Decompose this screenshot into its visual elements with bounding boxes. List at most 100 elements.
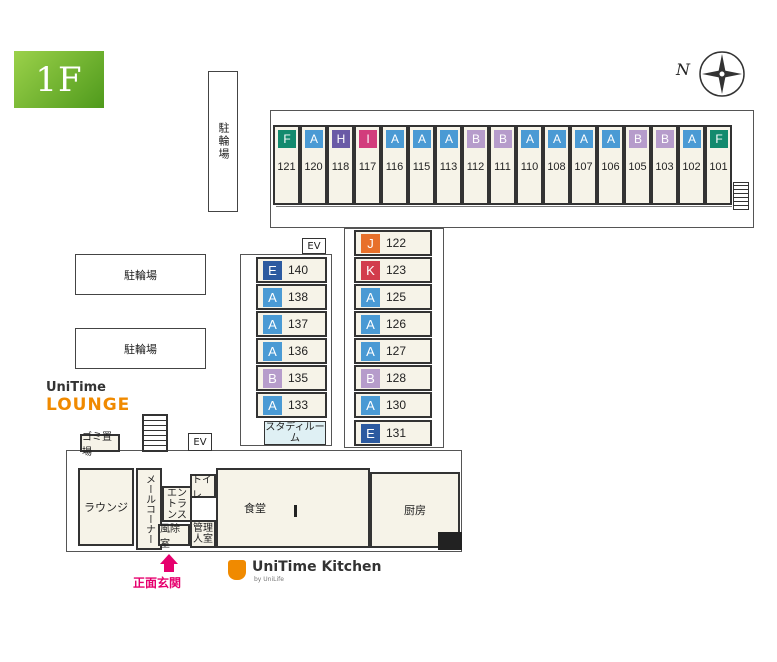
room-type-badge: E	[361, 423, 380, 443]
room-type-badge: A	[361, 314, 380, 334]
stair-icon	[142, 414, 168, 452]
room-number: 112	[466, 161, 485, 173]
room-number: 125	[386, 290, 407, 304]
column	[294, 505, 297, 517]
room-116[interactable]: A 116	[381, 125, 408, 205]
room-number: 105	[628, 161, 647, 173]
room-type-badge: A	[305, 130, 323, 148]
room-type-badge: F	[278, 130, 296, 148]
room-136[interactable]: A 136	[256, 338, 327, 364]
kitchen-wall-block	[438, 532, 462, 550]
room-type-badge: E	[263, 260, 282, 280]
compass-rose-icon	[699, 51, 745, 97]
room-118[interactable]: H 118	[327, 125, 354, 205]
room-number: 120	[304, 161, 323, 173]
toilet: トイレ	[190, 474, 216, 501]
room-type-badge: B	[629, 130, 647, 148]
compass: N	[676, 50, 746, 98]
room-101[interactable]: F 101	[705, 125, 732, 205]
top-wing-corridor	[276, 206, 732, 220]
manager-room: 管理人室	[190, 520, 216, 548]
room-115[interactable]: A 115	[408, 125, 435, 205]
garbage-area: ゴミ置場	[80, 432, 120, 458]
floor-badge: 1F	[14, 51, 104, 108]
elevator-upper: EV	[302, 238, 326, 254]
room-110[interactable]: A 110	[516, 125, 543, 205]
room-number: 122	[386, 236, 407, 250]
room-type-badge: B	[263, 368, 282, 388]
room-number: 138	[288, 290, 309, 304]
room-127[interactable]: A 127	[354, 338, 432, 364]
kitchen-logo-text: UniTime Kitchen	[252, 559, 382, 575]
room-130[interactable]: A 130	[354, 392, 432, 418]
room-121[interactable]: F 121	[273, 125, 300, 205]
room-type-badge: A	[263, 395, 282, 415]
cooking-pot-icon	[228, 560, 246, 580]
room-type-badge: A	[361, 287, 380, 307]
room-number: 111	[494, 161, 511, 173]
room-type-badge: A	[413, 130, 431, 148]
room-type-badge: B	[467, 130, 485, 148]
entrance-arrow-icon	[160, 554, 178, 564]
room-type-badge: I	[359, 130, 377, 148]
room-107[interactable]: A 107	[570, 125, 597, 205]
room-type-badge: K	[361, 260, 380, 280]
room-120[interactable]: A 120	[300, 125, 327, 205]
room-type-badge: A	[548, 130, 566, 148]
room-133[interactable]: A 133	[256, 392, 327, 418]
entrance-arrow-stem	[164, 563, 174, 572]
room-131[interactable]: E 131	[354, 420, 432, 446]
room-number: 135	[288, 371, 309, 385]
room-122[interactable]: J 122	[354, 230, 432, 256]
room-type-badge: A	[521, 130, 539, 148]
room-number: 131	[386, 426, 407, 440]
room-138[interactable]: A 138	[256, 284, 327, 310]
study-room: スタディルーム	[264, 421, 326, 445]
room-105[interactable]: B 105	[624, 125, 651, 205]
room-number: 117	[358, 161, 377, 173]
room-103[interactable]: B 103	[651, 125, 678, 205]
room-number: 110	[520, 161, 539, 173]
main-entrance-label: 正面玄関	[132, 576, 181, 590]
lounge-logo-line1: UniTime	[46, 380, 106, 395]
room-type-badge: B	[656, 130, 674, 148]
room-number: 136	[288, 344, 309, 358]
room-111[interactable]: B 111	[489, 125, 516, 205]
bicycle-parking-middle: 駐輪場	[75, 254, 206, 295]
room-108[interactable]: A 108	[543, 125, 570, 205]
bicycle-parking-top: 駐輪場	[208, 71, 238, 212]
room-135[interactable]: B 135	[256, 365, 327, 391]
unitime-lounge-logo: UniTime LOUNGE	[46, 380, 142, 415]
room-type-badge: F	[710, 130, 728, 148]
room-type-badge: B	[494, 130, 512, 148]
windbreak-room: 風除室	[158, 524, 190, 550]
room-125[interactable]: A 125	[354, 284, 432, 310]
room-number: 101	[709, 161, 728, 173]
room-126[interactable]: A 126	[354, 311, 432, 337]
bicycle-parking-lower: 駐輪場	[75, 328, 206, 369]
room-117[interactable]: I 117	[354, 125, 381, 205]
room-137[interactable]: A 137	[256, 311, 327, 337]
room-number: 103	[655, 161, 674, 173]
room-type-badge: A	[575, 130, 593, 148]
north-label: N	[676, 60, 690, 79]
room-number: 108	[547, 161, 566, 173]
room-102[interactable]: A 102	[678, 125, 705, 205]
room-113[interactable]: A 113	[435, 125, 462, 205]
room-number: 118	[331, 161, 350, 173]
kitchen-logo-sub: by UniLife	[254, 576, 284, 583]
room-106[interactable]: A 106	[597, 125, 624, 205]
room-number: 115	[412, 161, 431, 173]
room-128[interactable]: B 128	[354, 365, 432, 391]
room-number: 123	[386, 263, 407, 277]
room-type-badge: A	[440, 130, 458, 148]
room-123[interactable]: K 123	[354, 257, 432, 283]
room-type-badge: J	[361, 233, 380, 253]
lounge-room: ラウンジ	[78, 468, 134, 546]
room-140[interactable]: E 140	[256, 257, 327, 283]
room-type-badge: H	[332, 130, 350, 148]
mail-corner: メールコーナー	[136, 468, 162, 550]
room-type-badge: A	[683, 130, 701, 148]
room-number: 130	[386, 398, 407, 412]
room-112[interactable]: B 112	[462, 125, 489, 205]
